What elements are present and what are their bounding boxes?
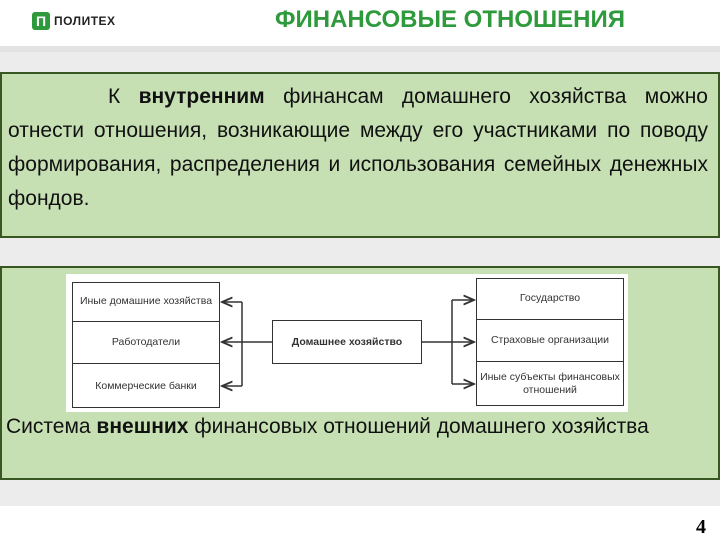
logo-text: ПОЛИТЕХ	[54, 14, 116, 28]
right-column	[476, 278, 624, 406]
diagram-node-other-households: Иные домашние хозяйства	[72, 282, 220, 322]
diagram-connectors	[66, 274, 628, 412]
diagram-node-state: Государство	[476, 278, 624, 320]
external-keyword: внешних	[96, 415, 189, 438]
divider-band	[0, 480, 720, 506]
slide-title: ФИНАНСОВЫЕ ОТНОШЕНИЯ	[275, 6, 625, 33]
logo: П ПОЛИТЕХ	[32, 10, 116, 32]
header: П ПОЛИТЕХ ФИНАНСОВЫЕ ОТНОШЕНИЯ	[0, 0, 720, 44]
external-finance-caption: Система внешних финансовых отношений дом…	[6, 415, 649, 438]
internal-finance-text: К внутренним финансам домашнего хозяйств…	[8, 85, 708, 210]
diagram-node-commercial-banks: Коммерческие банки	[95, 379, 197, 392]
relations-diagram: Иные домашние хозяйства Работодатели Ком…	[66, 274, 628, 412]
internal-finance-box: К внутренним финансам домашнего хозяйств…	[0, 72, 720, 238]
divider-band	[0, 46, 720, 52]
diagram-node-employers: Работодатели	[72, 322, 220, 364]
divider-band	[0, 52, 720, 72]
diagram-node-other-subjects: Иные субъекты финансовых отношений	[480, 371, 620, 396]
left-column	[72, 282, 220, 408]
page-number: 4	[696, 516, 706, 538]
divider-band	[0, 238, 720, 266]
diagram-node-insurance: Страховые организации	[476, 320, 624, 362]
internal-keyword: внутренним	[138, 85, 265, 108]
diagram-node-household: Домашнее хозяйство	[272, 320, 422, 364]
logo-icon: П	[32, 12, 50, 30]
